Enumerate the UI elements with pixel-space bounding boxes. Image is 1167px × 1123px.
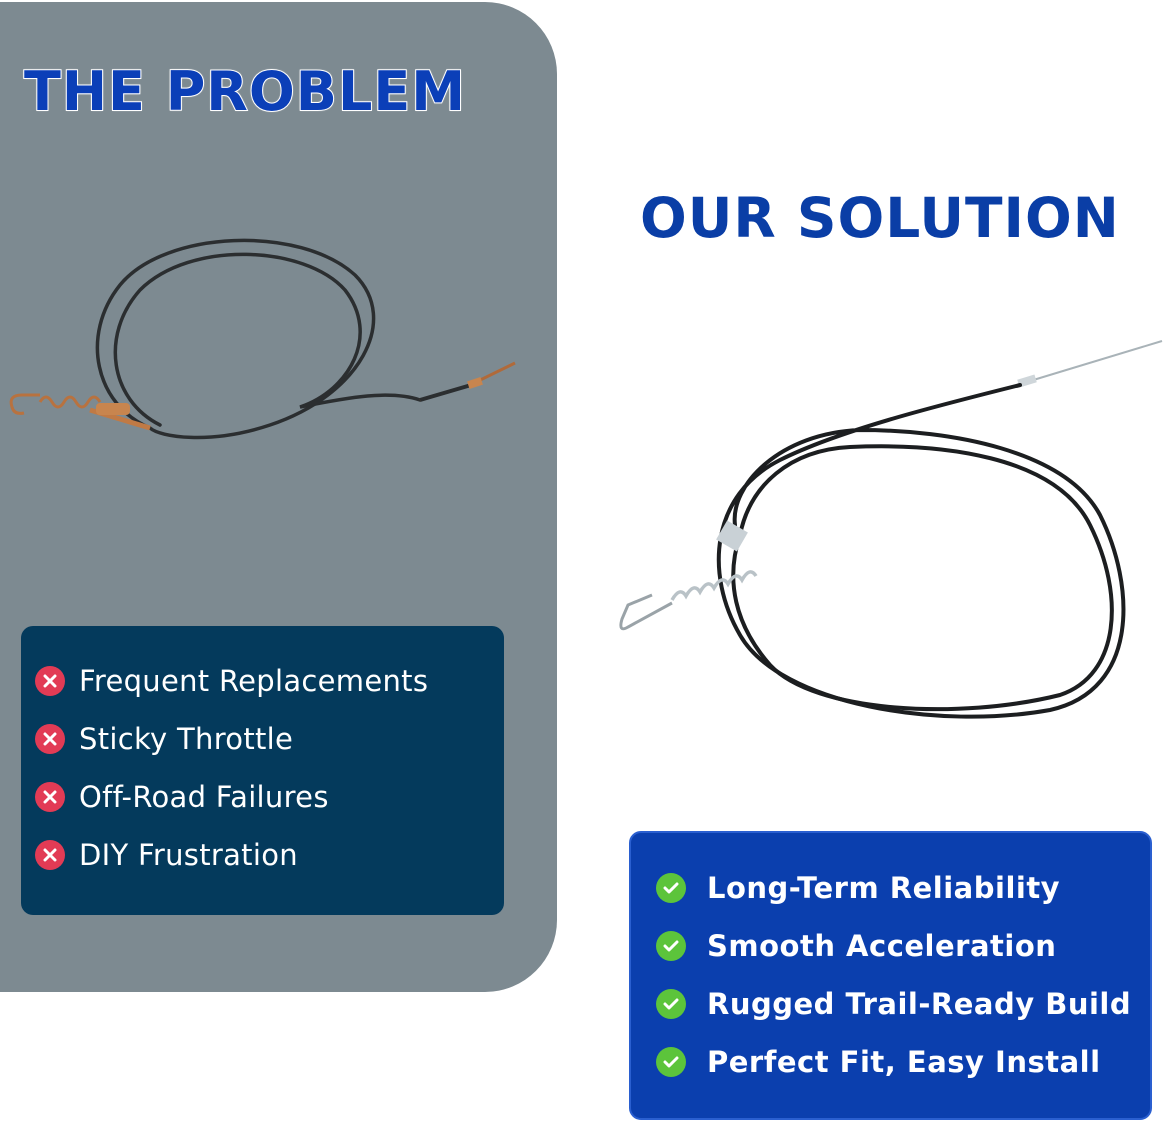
old-throttle-cable-image bbox=[9, 238, 516, 440]
problem-title: THE PROBLEM bbox=[23, 59, 466, 124]
problem-item-label: Off-Road Failures bbox=[79, 780, 329, 814]
x-mark-icon bbox=[35, 782, 65, 812]
check-mark-icon bbox=[656, 931, 686, 961]
solution-item-label: Long-Term Reliability bbox=[707, 871, 1061, 905]
solution-item-label: Smooth Acceleration bbox=[707, 929, 1057, 963]
solution-list-box: Long-Term Reliability Smooth Acceleratio… bbox=[629, 831, 1152, 1120]
problem-list-box: Frequent Replacements Sticky Throttle Of… bbox=[21, 626, 504, 915]
new-throttle-cable-image bbox=[619, 340, 1163, 719]
x-mark-icon bbox=[35, 724, 65, 754]
check-mark-icon bbox=[656, 989, 686, 1019]
check-mark-icon bbox=[656, 873, 686, 903]
solution-item: Rugged Trail-Ready Build bbox=[656, 975, 1131, 1033]
x-mark-icon bbox=[35, 666, 65, 696]
check-mark-icon bbox=[656, 1047, 686, 1077]
problem-item-label: Frequent Replacements bbox=[79, 664, 429, 698]
problem-item: DIY Frustration bbox=[35, 826, 428, 884]
problem-item-label: Sticky Throttle bbox=[79, 722, 294, 756]
problem-item: Off-Road Failures bbox=[35, 768, 428, 826]
solution-item-label: Rugged Trail-Ready Build bbox=[707, 987, 1132, 1021]
solution-item: Long-Term Reliability bbox=[656, 859, 1131, 917]
solution-item-label: Perfect Fit, Easy Install bbox=[707, 1045, 1101, 1079]
solution-item: Perfect Fit, Easy Install bbox=[656, 1033, 1131, 1091]
problem-item-label: DIY Frustration bbox=[79, 838, 298, 872]
x-mark-icon bbox=[35, 840, 65, 870]
solution-title: OUR SOLUTION bbox=[640, 186, 1120, 250]
solution-list: Long-Term Reliability Smooth Acceleratio… bbox=[656, 859, 1131, 1091]
problem-item: Sticky Throttle bbox=[35, 710, 428, 768]
solution-item: Smooth Acceleration bbox=[656, 917, 1131, 975]
problem-list: Frequent Replacements Sticky Throttle Of… bbox=[35, 652, 428, 884]
problem-item: Frequent Replacements bbox=[35, 652, 428, 710]
